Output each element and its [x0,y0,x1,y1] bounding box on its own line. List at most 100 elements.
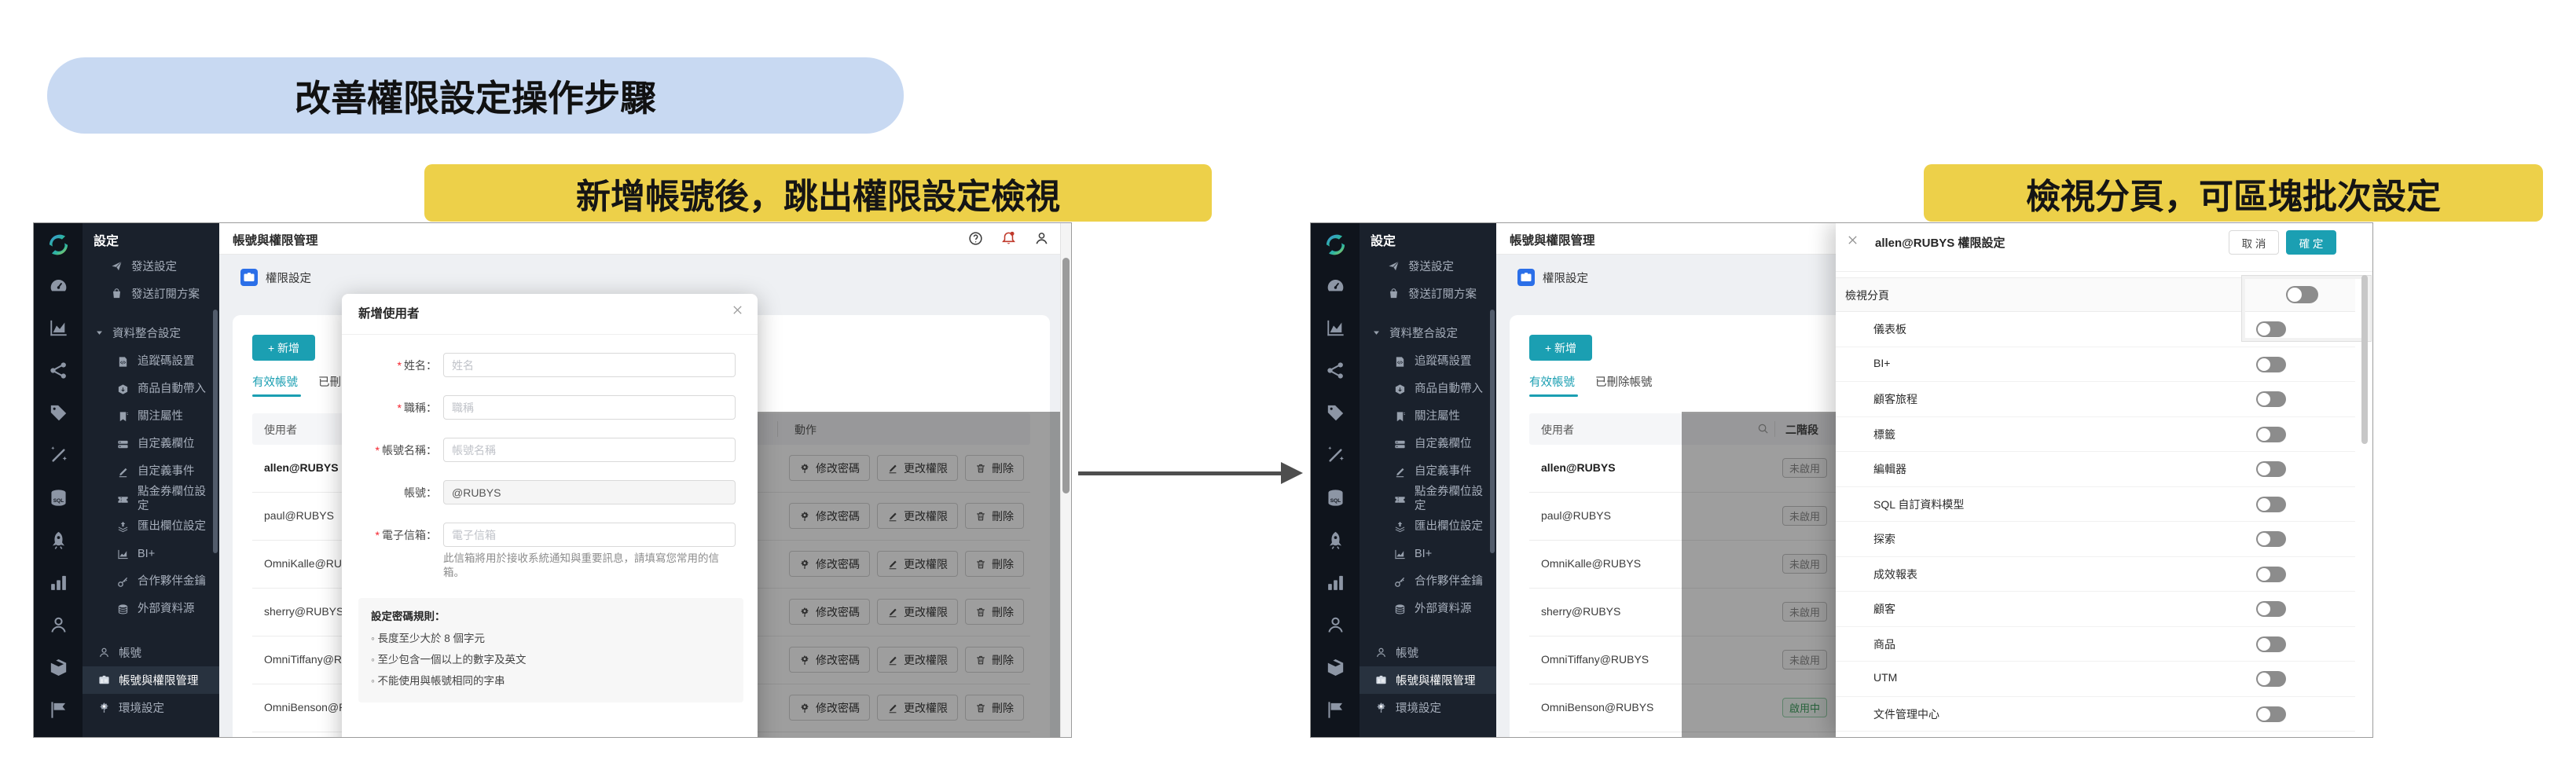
add-account-button[interactable]: + 新增 [1529,335,1592,361]
permission-toggle[interactable] [2256,671,2286,687]
menu-item[interactable]: 發送設定 [83,252,219,280]
tag-icon[interactable] [49,403,68,423]
user-icon[interactable] [1034,231,1049,246]
delete-button[interactable]: 刪除 [965,551,1024,577]
menu-item[interactable]: BI+ [83,541,219,568]
menu-item[interactable]: 追蹤碼設置 [1360,348,1496,376]
menu-item[interactable]: 自定義事件 [83,458,219,486]
permission-toggle[interactable] [2256,496,2286,512]
menu-item[interactable]: 匯出欄位設定 [83,513,219,541]
permission-toggle[interactable] [2256,636,2286,652]
change-permission-button[interactable]: 更改權限 [877,695,958,721]
menu-item[interactable]: 發送訂閱方案 [1360,280,1496,307]
menu-item[interactable]: 關注屬性 [1360,403,1496,431]
menu-item[interactable]: 合作夥伴金鑰 [83,568,219,596]
menu-item[interactable]: 關注屬性 [83,403,219,431]
change-password-button[interactable]: 修改密碼 [789,647,870,673]
logo-icon[interactable] [1323,233,1348,257]
menu-item[interactable]: 帳號 [83,639,219,666]
menu-item[interactable]: 追蹤碼設置 [83,348,219,376]
close-icon[interactable] [732,304,743,316]
text-input[interactable] [443,438,736,462]
permission-toggle[interactable] [2256,426,2286,442]
change-password-button[interactable]: 修改密碼 [789,455,870,481]
permission-toggle[interactable] [2256,356,2286,372]
delete-button[interactable]: 刪除 [965,599,1024,625]
delete-button[interactable]: 刪除 [965,455,1024,481]
page-scrollbar[interactable] [1060,223,1071,737]
permission-section-tab[interactable]: 權限設定 [1517,269,1588,286]
dashboard-icon[interactable] [49,276,68,295]
share-nodes-icon[interactable] [49,361,68,380]
change-permission-button[interactable]: 更改權限 [877,551,958,577]
change-password-button[interactable]: 修改密碼 [789,551,870,577]
cancel-button[interactable]: 取 消 [2229,230,2279,255]
scrollbar-thumb[interactable] [1062,258,1070,493]
text-input[interactable] [443,480,736,504]
menu-item[interactable]: 匯出欄位設定 [1360,513,1496,541]
flag-icon[interactable] [49,700,68,720]
permission-toggle[interactable] [2256,321,2286,337]
flag-icon[interactable] [1326,700,1345,720]
drawer-scrollbar[interactable] [2361,275,2368,444]
permission-toggle[interactable] [2256,391,2286,407]
menu-item[interactable]: 環境設定 [83,694,219,721]
delete-button[interactable]: 刪除 [965,695,1024,721]
rocket-icon[interactable] [1326,530,1345,550]
search-icon[interactable] [1757,423,1769,435]
bar-chart-icon[interactable] [49,573,68,592]
analytics-icon[interactable] [1326,318,1345,338]
text-input[interactable] [443,353,736,377]
change-password-button[interactable]: 修改密碼 [789,503,870,529]
menu-item[interactable]: 帳號 [1360,639,1496,666]
tab-active-accounts[interactable]: 有效帳號 [252,376,298,389]
magic-wand-icon[interactable] [1326,446,1345,465]
dashboard-icon[interactable] [1326,276,1345,295]
menu-item[interactable]: 自定義欄位 [83,431,219,458]
text-input[interactable] [443,523,736,547]
menu-item[interactable]: 帳號與權限管理 [1360,666,1496,694]
bar-chart-icon[interactable] [1326,573,1345,592]
menu-scrollbar[interactable] [1490,310,1495,553]
user-icon[interactable] [49,615,68,635]
change-permission-button[interactable]: 更改權限 [877,455,958,481]
confirm-button[interactable]: 確 定 [2286,230,2336,255]
delete-button[interactable]: 刪除 [965,503,1024,529]
rocket-icon[interactable] [49,530,68,550]
package-icon[interactable] [1326,658,1345,677]
permission-toggle[interactable] [2256,566,2286,582]
menu-item[interactable]: 外部資料源 [83,596,219,623]
tab-active-accounts[interactable]: 有效帳號 [1529,376,1575,389]
menu-item[interactable]: 自定義欄位 [1360,431,1496,458]
permission-toggle[interactable] [2256,531,2286,547]
change-permission-button[interactable]: 更改權限 [877,503,958,529]
sql-database-icon[interactable]: SQL [49,488,68,508]
menu-item[interactable]: 點金券欄位設定 [83,486,219,513]
menu-item[interactable]: 帳號與權限管理 [83,666,219,694]
user-icon[interactable] [1326,615,1345,635]
permission-toggle[interactable] [2256,461,2286,477]
menu-item[interactable]: 商品自動帶入 [1360,376,1496,403]
tag-icon[interactable] [1326,403,1345,423]
add-account-button[interactable]: + 新增 [252,335,315,361]
change-password-button[interactable]: 修改密碼 [789,695,870,721]
menu-item[interactable]: 合作夥伴金鑰 [1360,568,1496,596]
help-circle-icon[interactable] [968,231,983,246]
menu-item[interactable]: 資料整合設定 [1360,317,1496,348]
sql-database-icon[interactable]: SQL [1326,488,1345,508]
menu-scrollbar[interactable] [213,310,218,553]
tab-deleted-accounts[interactable]: 已刪除帳號 [1595,376,1653,389]
magic-wand-icon[interactable] [49,446,68,465]
view-tabs-master-toggle[interactable] [2286,286,2318,303]
menu-item[interactable]: 自定義事件 [1360,458,1496,486]
menu-item[interactable]: 發送設定 [1360,252,1496,280]
share-nodes-icon[interactable] [1326,361,1345,380]
menu-item[interactable]: 外部資料源 [1360,596,1496,623]
menu-item[interactable]: 點金券欄位設定 [1360,486,1496,513]
text-input[interactable] [443,395,736,420]
menu-item[interactable]: 發送訂閱方案 [83,280,219,307]
menu-item[interactable]: 資料整合設定 [83,317,219,348]
menu-item[interactable]: 環境設定 [1360,694,1496,721]
bell-icon[interactable] [1001,231,1016,246]
change-password-button[interactable]: 修改密碼 [789,599,870,625]
